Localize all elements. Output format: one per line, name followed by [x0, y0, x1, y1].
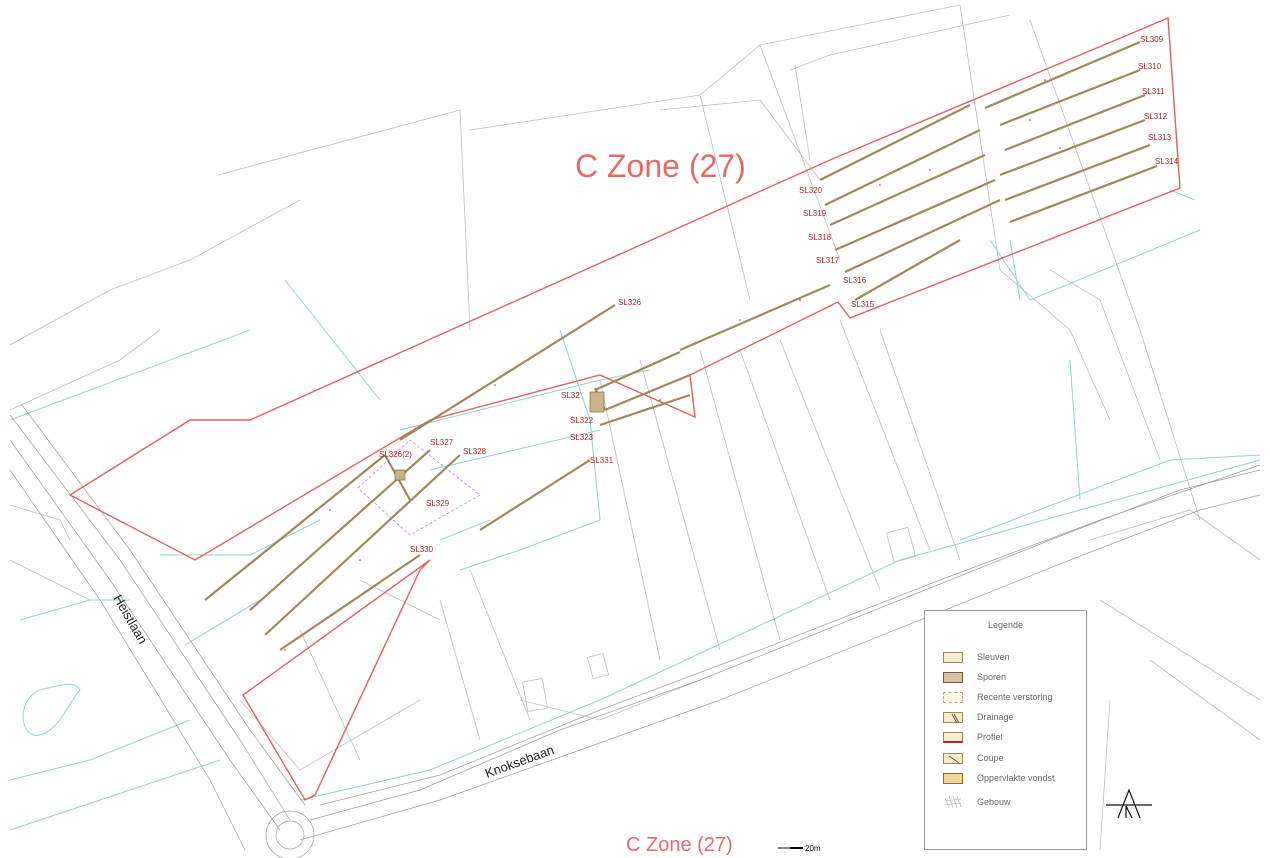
- zone-boundary-south: [242, 559, 431, 801]
- legend-item-profiel: Profiel: [943, 731, 1083, 745]
- legend-item-oppervlakte-vondst: Oppervlakte vondst: [943, 772, 1083, 786]
- sporen-feature: [394, 469, 406, 481]
- legend-panel: Legende Sleuven Sporen Recente verstorin…: [924, 610, 1087, 850]
- north-arrow-icon: [1106, 788, 1152, 819]
- trench-label-sl326-2: SL326(2): [379, 450, 412, 459]
- trench-label-sl311: SL311: [1142, 87, 1165, 96]
- test-area-outline: [357, 439, 481, 536]
- legend-label: Coupe: [977, 753, 1004, 763]
- trench-label-sl320: SL320: [799, 186, 823, 195]
- trench-label-sl327: SL327: [430, 438, 454, 447]
- trench-label-sl322: SL322: [570, 416, 594, 425]
- trench-label-sl318: SL318: [808, 233, 832, 242]
- trench-label-sl309: SL309: [1140, 35, 1164, 44]
- zone-boundary: [68, 16, 1181, 561]
- trench-label-sl313: SL313: [1148, 133, 1172, 142]
- legend-label: Sporen: [977, 672, 1007, 682]
- legend-label: Profiel: [977, 732, 1003, 742]
- trench-label-sl310: SL310: [1138, 62, 1162, 71]
- sporen-swatch-icon: [943, 672, 963, 683]
- legend-title: Legende: [987, 620, 1024, 630]
- sleuven-swatch-icon: [943, 652, 963, 663]
- profiel-swatch-icon: [943, 732, 963, 743]
- legend-item-drainage: Drainage: [943, 711, 1083, 725]
- roads: [9, 404, 1261, 858]
- oppervlakte-vondst-swatch-icon: [943, 773, 963, 784]
- trench-label-sl312: SL312: [1144, 112, 1168, 121]
- trench-label-sl319: SL319: [803, 209, 827, 218]
- legend-item-sporen: Sporen: [943, 671, 1083, 685]
- trench-label-sl323: SL323: [570, 433, 594, 442]
- legend-item-gebouw: Gebouw: [943, 795, 1083, 810]
- legend-item-recente-verstoring: Recente verstoring: [943, 691, 1083, 705]
- gebouw-swatch-icon: [943, 795, 963, 809]
- trench-label-sl317: SL317: [816, 256, 840, 265]
- trench-label-sl316: SL316: [843, 276, 867, 285]
- trench-label-sl314: SL314: [1155, 157, 1179, 166]
- legend-item-sleuven: Sleuven: [943, 651, 1083, 665]
- legend-label: Oppervlakte vondst: [977, 773, 1055, 783]
- zone-title-top: C Zone (27): [575, 148, 746, 184]
- street-label-heistlaan: Heistlaan: [110, 592, 150, 646]
- street-label-knoksebaan: Knoksebaan: [483, 742, 556, 781]
- legend-label: Recente verstoring: [977, 692, 1053, 702]
- trench-label-sl326: SL326: [618, 298, 642, 307]
- coupe-swatch-icon: [943, 753, 963, 764]
- parcel-lines: [9, 4, 1261, 851]
- water-lines: [9, 189, 1261, 831]
- sporen-feature: [589, 391, 605, 413]
- trench-label-sl32x: SL32: [561, 391, 580, 400]
- legend-label: Sleuven: [977, 652, 1010, 662]
- legend-label: Gebouw: [977, 797, 1011, 807]
- legend-label: Drainage: [977, 712, 1014, 722]
- trench-label-sl329: SL329: [426, 499, 450, 508]
- trench-labels: SL309 SL310 SL311 SL312 SL313 SL314 SL32…: [379, 35, 1179, 554]
- annotation-dots: [284, 79, 1061, 651]
- zone-title-bottom: C Zone (27): [626, 834, 733, 856]
- recente-verstoring-swatch-icon: [943, 692, 963, 703]
- legend-item-coupe: Coupe: [943, 752, 1083, 766]
- drainage-swatch-icon: [943, 712, 963, 724]
- scale-label: 20m: [805, 844, 821, 853]
- trenches: [204, 40, 1158, 651]
- scale-bar: 20m: [778, 844, 821, 853]
- trench-label-sl315: SL315: [851, 300, 875, 309]
- trench-label-sl330: SL330: [410, 545, 434, 554]
- trench-label-sl331: SL331: [590, 456, 614, 465]
- trench-label-sl328: SL328: [463, 447, 487, 456]
